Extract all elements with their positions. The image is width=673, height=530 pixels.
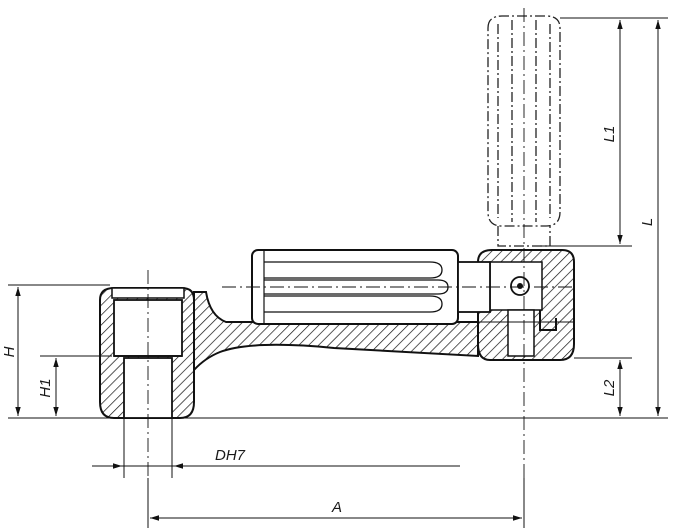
label-a: A <box>331 499 342 516</box>
dimension-lines <box>15 20 661 521</box>
right-boss-section <box>477 249 575 361</box>
centerlines <box>147 8 525 518</box>
label-dh7: DH7 <box>215 447 246 464</box>
folded-grip <box>222 249 572 325</box>
label-l2: L2 <box>601 379 618 396</box>
label-l1: L1 <box>601 126 618 143</box>
extension-lines <box>8 17 668 528</box>
label-h1: H1 <box>37 378 54 397</box>
crank-arm-section <box>193 291 479 373</box>
hub-section <box>99 287 195 419</box>
label-l: L <box>639 218 656 226</box>
label-h: H <box>1 346 18 357</box>
phantom-grip <box>487 15 561 247</box>
